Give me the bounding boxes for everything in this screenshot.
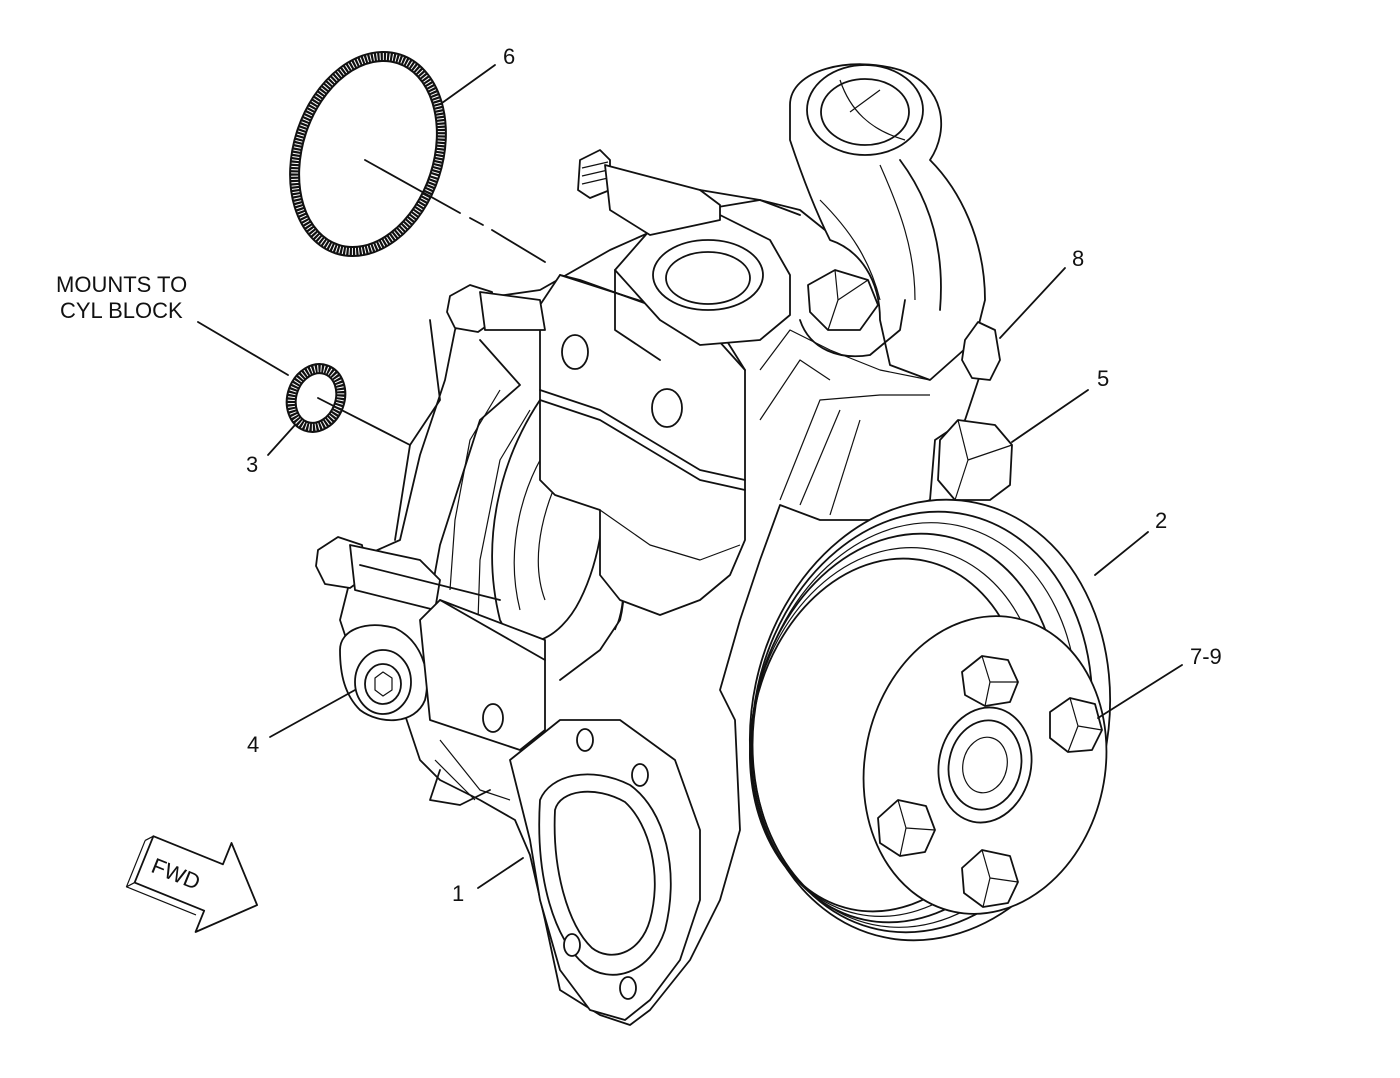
leader-note [197, 321, 289, 376]
note-line-1: MOUNTS TO [56, 272, 187, 297]
callout-3: 3 [246, 452, 258, 477]
leader-6-dash-b [469, 217, 484, 226]
elbow-bolt [961, 321, 1001, 381]
side-bolt [937, 419, 1013, 501]
leader-6 [441, 64, 496, 104]
leader-6-dash-c [491, 229, 546, 263]
leader-5 [1011, 389, 1089, 443]
fwd-arrow-icon: FWD [125, 835, 259, 933]
pump-housing [315, 63, 1013, 1026]
pulley-bolt-left [877, 799, 936, 857]
callout-4: 4 [247, 732, 259, 757]
callout-8: 8 [1072, 246, 1084, 271]
callout-6: 6 [503, 44, 515, 69]
seal-small [285, 363, 347, 433]
leader-lines [197, 64, 1183, 889]
pulley-bolt-right [1049, 697, 1103, 753]
pulley-bolts [877, 655, 1103, 908]
callout-7-9: 7-9 [1190, 644, 1222, 669]
leader-3-to-part [317, 397, 411, 446]
leader-1 [477, 857, 524, 889]
callout-5: 5 [1097, 366, 1109, 391]
leader-4 [269, 689, 356, 738]
leader-8 [999, 267, 1066, 339]
pulley [748, 498, 1112, 942]
mount-hole-right [651, 388, 683, 428]
leader-6-dash-a [364, 159, 461, 214]
pulley-bolt-bottom [961, 849, 1019, 908]
inlet-flange [509, 719, 701, 1021]
callout-1: 1 [452, 881, 464, 906]
leader-2 [1094, 531, 1149, 576]
pulley-bolt-top [961, 655, 1019, 707]
leader-3 [267, 424, 296, 456]
mount-hole-left [561, 334, 589, 370]
leader-7-9 [1097, 664, 1183, 719]
note-line-2: CYL BLOCK [60, 298, 183, 323]
gasket-large [289, 50, 447, 258]
callout-2: 2 [1155, 508, 1167, 533]
